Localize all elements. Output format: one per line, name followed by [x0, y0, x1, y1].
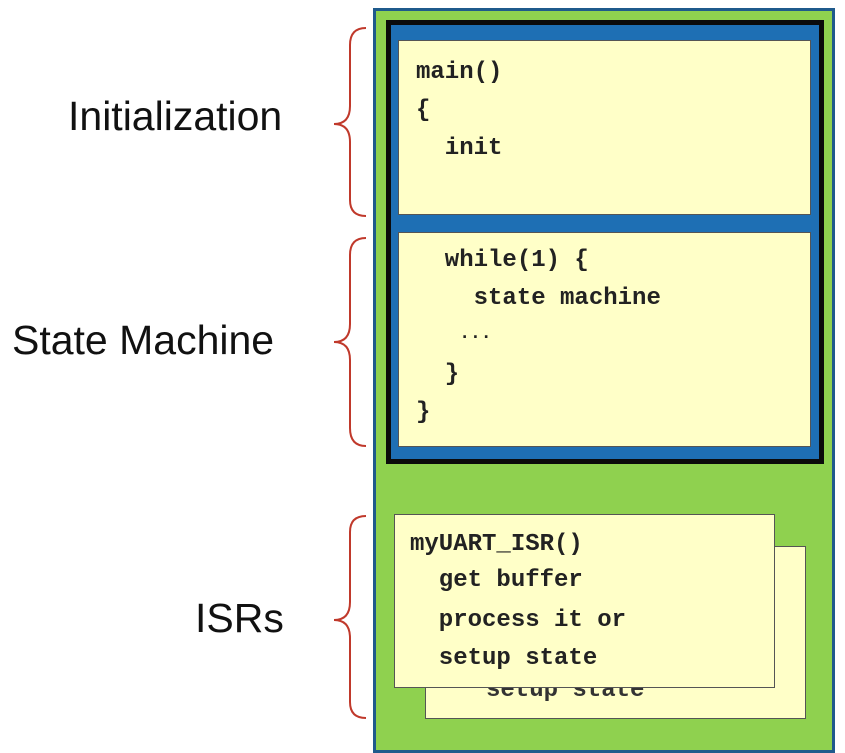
code-line: { — [416, 97, 431, 124]
code-line: while(1) { — [416, 247, 589, 274]
code-line: state machine — [416, 285, 661, 312]
isrs-brace — [333, 515, 367, 719]
code-line: } — [416, 361, 460, 388]
code-line: setup state — [410, 645, 598, 672]
isrs-label: ISRs — [195, 595, 284, 641]
code-line: main() — [416, 59, 503, 86]
init-code-box: main() { init — [398, 40, 811, 215]
initialization-label: Initialization — [68, 93, 283, 139]
code-line: get buffer — [410, 567, 583, 594]
code-line: ... — [416, 324, 492, 344]
code-line: process it or — [410, 607, 627, 634]
code-line: myUART_ISR() — [410, 531, 583, 558]
code-line: } — [416, 399, 431, 426]
state-machine-label: State Machine — [12, 317, 275, 363]
state-machine-brace — [333, 237, 367, 447]
code-line: init — [416, 135, 503, 162]
initialization-brace — [333, 27, 367, 217]
isr-card-front: myUART_ISR() get buffer process it or se… — [394, 514, 775, 688]
state-machine-code-box: while(1) { state machine ... } } — [398, 232, 811, 447]
